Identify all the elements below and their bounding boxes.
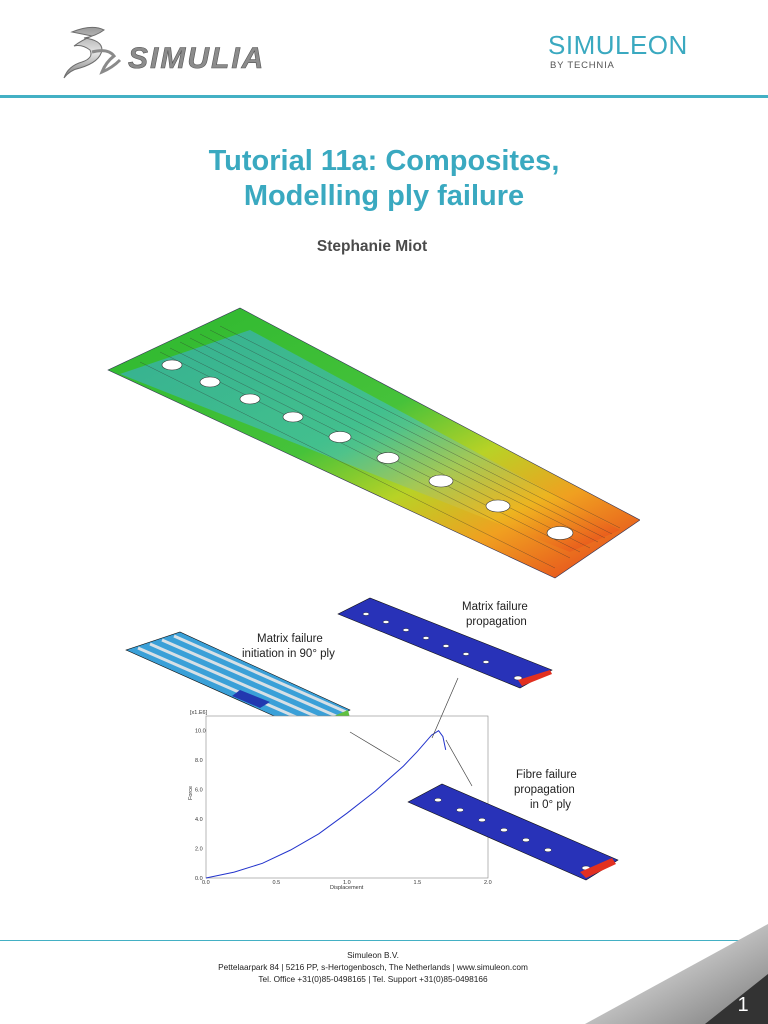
x-tick-label: 1.5: [414, 880, 422, 886]
x-tick-label: 1.0: [343, 880, 351, 886]
y-tick-label: 2.0: [195, 847, 203, 853]
composite-plate-contour-image: [107, 307, 640, 579]
scale-note: [x1.E6]: [190, 710, 208, 716]
label-matrix-initiation-line-2: initiation in 90° ply: [242, 648, 335, 660]
y-tick-label: 4.0: [195, 817, 203, 823]
annotation-arrows: [349, 677, 473, 787]
y-tick-label: 10.0: [195, 729, 206, 735]
page-header: SIMULIA SIMULEON BY TECHNIA: [0, 0, 768, 100]
force-displacement-series-line: [205, 730, 447, 879]
page-footer: Simuleon B.V. Pettelaarpark 84 | 5216 PP…: [0, 949, 746, 985]
x-tick-label: 0.0: [202, 880, 210, 886]
author-name: Stephanie Miot: [316, 238, 428, 255]
ply-failure-figure: Matrix failure propagation Matrix failur…: [125, 597, 619, 891]
label-matrix-initiation-line-1: Matrix failure: [257, 633, 323, 645]
title-line-1: Tutorial 11a: Composites,: [208, 145, 560, 177]
simuleon-tagline: BY TECHNIA: [550, 60, 615, 71]
label-fibre-line-2: propagation: [514, 784, 575, 796]
label-fibre-line-1: Fibre failure: [516, 769, 577, 781]
svg-text:SIMULIA: SIMULIA: [128, 42, 265, 75]
series-layer: [205, 730, 447, 879]
page-number: 1: [737, 994, 749, 1016]
header-divider: [0, 95, 768, 98]
page-corner-decoration: [585, 924, 768, 1024]
y-tick-label: 6.0: [195, 788, 203, 794]
y-tick-label: 8.0: [195, 758, 203, 764]
footer-phone: Tel. Office +31(0)85-0498165 | Tel. Supp…: [258, 974, 488, 984]
label-matrix-propagation-line-2: propagation: [466, 616, 527, 628]
y-tick-label: 0.0: [195, 876, 203, 882]
title-line-2: Modelling ply failure: [243, 180, 525, 212]
matrix-initiation-plate: [125, 631, 351, 733]
footer-divider: [0, 940, 768, 941]
label-fibre-line-3: in 0° ply: [530, 799, 571, 811]
simuleon-logo: SIMULEON BY TECHNIA: [548, 30, 738, 76]
matrix-propagation-plate: [337, 597, 553, 689]
x-tick-labels: 0.0 0.5 1.0 1.5 2.0: [202, 880, 492, 886]
label-matrix-propagation-line-1: Matrix failure: [462, 601, 528, 613]
x-tick-label: 2.0: [484, 880, 492, 886]
document-title: Tutorial 11a: Composites, Modelling ply …: [0, 144, 768, 214]
x-tick-label: 0.5: [273, 880, 281, 886]
3ds-mark-icon: [63, 26, 105, 79]
y-axis-label: Force: [188, 786, 194, 800]
simulia-logo: SIMULIA: [63, 26, 265, 79]
simuleon-wordmark: SIMULEON: [548, 30, 688, 60]
plate-holes: [161, 359, 574, 540]
footer-address: Pettelaarpark 84 | 5216 PP, s-Hertogenbo…: [218, 962, 528, 972]
x-axis-label: Displacement: [330, 885, 364, 891]
y-tick-labels: 0.0 2.0 4.0 6.0 8.0 10.0: [195, 729, 206, 882]
fibre-propagation-plate: [407, 783, 619, 881]
footer-company: Simuleon B.V.: [347, 950, 399, 960]
